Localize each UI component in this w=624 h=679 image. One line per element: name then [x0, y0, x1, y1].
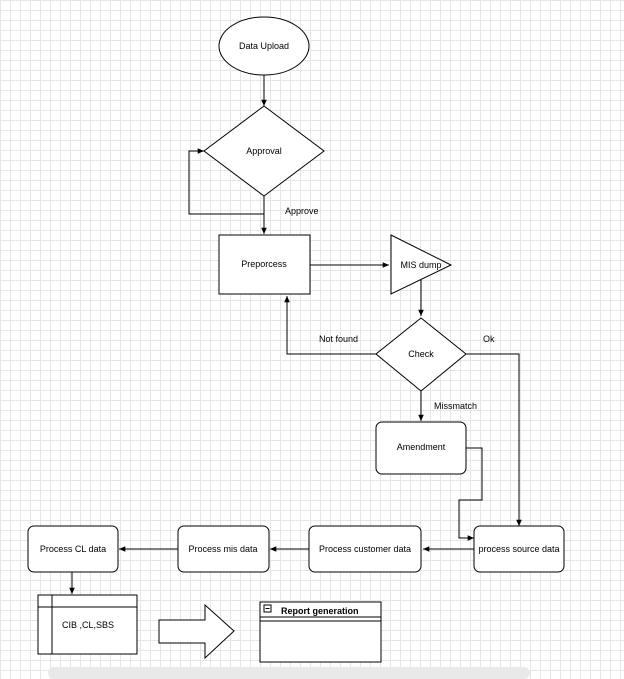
- label-report-generation: Report generation: [281, 606, 359, 616]
- edge-label-ok: Ok: [483, 334, 495, 344]
- label-process-cl: Process CL data: [40, 544, 106, 554]
- label-amendment: Amendment: [397, 442, 446, 452]
- label-data-upload: Data Upload: [239, 41, 289, 51]
- node-process-cl[interactable]: [27, 525, 119, 573]
- edge-check-notfound-to-preprocess: [284, 296, 376, 355]
- label-process-source: process source data: [478, 544, 559, 554]
- label-process-customer: Process customer data: [319, 544, 411, 554]
- node-approval[interactable]: [203, 105, 325, 197]
- label-cib-cl-sbs: CIB ,CL,SBS: [62, 620, 114, 630]
- edge-label-missmatch: Missmatch: [434, 401, 477, 411]
- node-process-mis[interactable]: [177, 525, 270, 573]
- horizontal-scrollbar[interactable]: [48, 667, 530, 679]
- node-amendment[interactable]: [375, 421, 467, 475]
- edge-label-approve: Approve: [285, 206, 319, 216]
- node-cib-cl-sbs[interactable]: [37, 594, 138, 655]
- edge-check-ok-to-source: [466, 353, 522, 526]
- label-approval: Approval: [246, 146, 282, 156]
- node-data-upload[interactable]: [218, 16, 310, 76]
- edge-amendment-to-source: [458, 447, 483, 541]
- label-process-mis: Process mis data: [188, 544, 257, 554]
- node-process-source[interactable]: [473, 525, 565, 573]
- edge-label-not-found: Not found: [319, 334, 358, 344]
- label-check: Check: [408, 349, 434, 359]
- node-check[interactable]: [375, 317, 467, 392]
- node-report-generation[interactable]: [259, 601, 382, 663]
- block-arrow-shape: [158, 603, 235, 660]
- node-process-customer[interactable]: [308, 525, 422, 573]
- label-mis-dump: MIS dump: [400, 260, 441, 270]
- label-preprocess: Preporcess: [241, 259, 287, 269]
- collapse-icon[interactable]: [263, 604, 272, 613]
- node-mis-dump[interactable]: [390, 234, 453, 295]
- node-preprocess[interactable]: [218, 234, 311, 295]
